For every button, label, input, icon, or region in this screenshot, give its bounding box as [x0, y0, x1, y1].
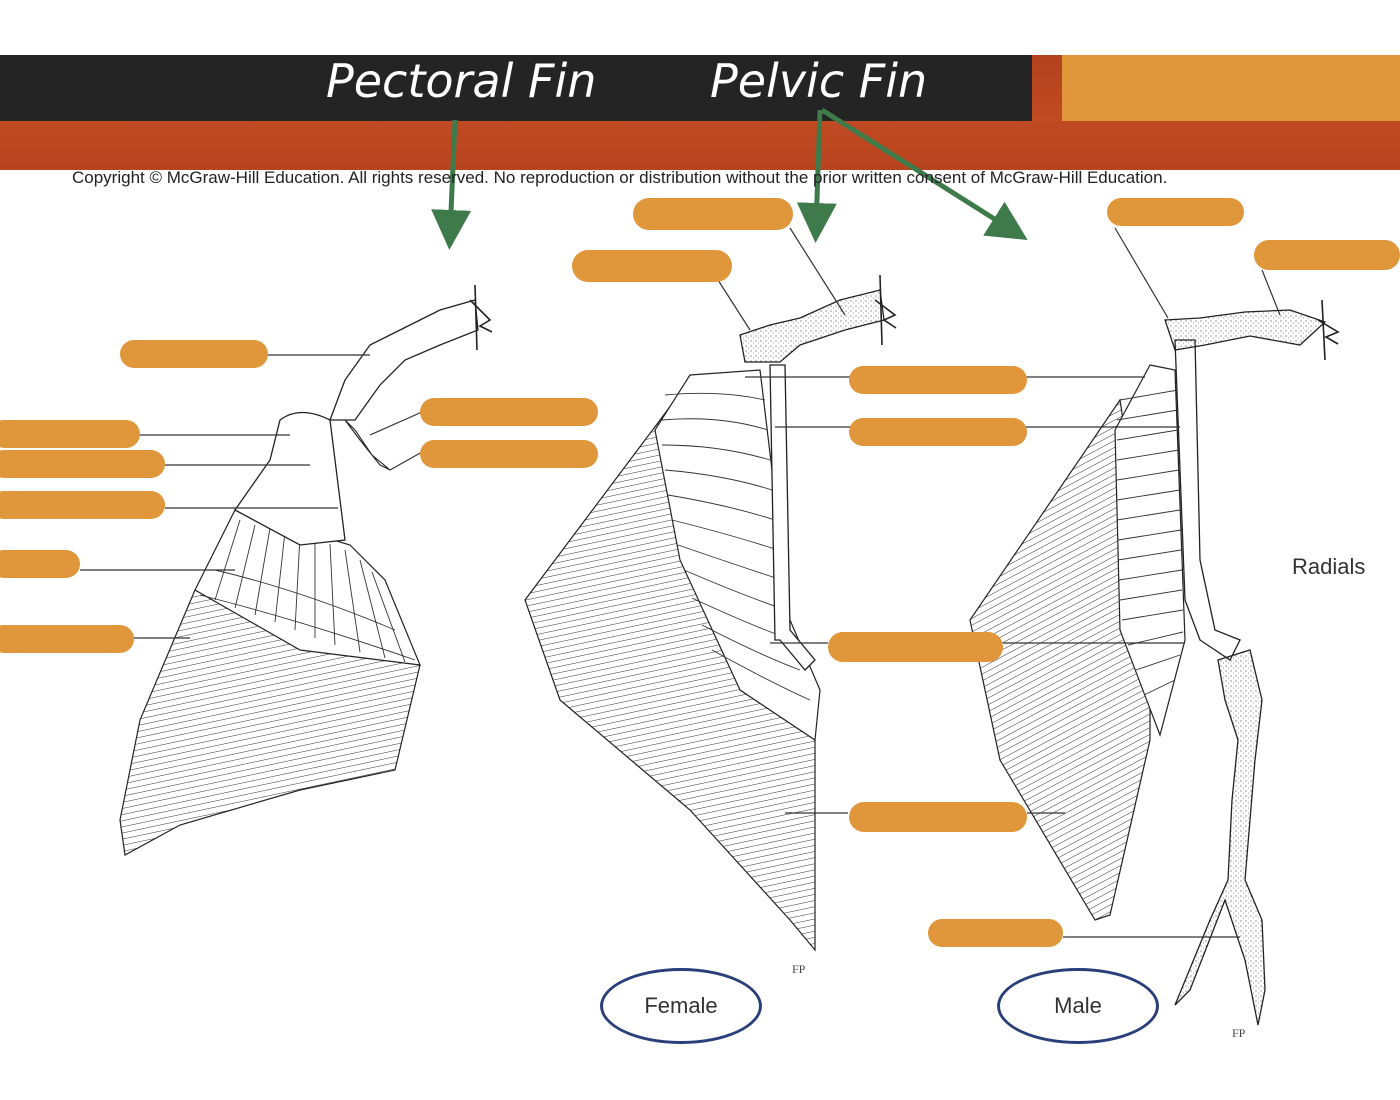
- radials-label: Radials: [1292, 554, 1366, 579]
- artist-mark-male: FP: [1232, 1026, 1246, 1040]
- blank-label-pectoral-1[interactable]: [120, 340, 268, 368]
- blank-label-female-2[interactable]: [572, 250, 732, 282]
- pelvic-fin-male-drawing: [969, 299, 1340, 1026]
- title-banner-accent: [1062, 55, 1400, 121]
- male-basipterygium: [1174, 339, 1241, 661]
- pointer-arrows: [431, 107, 1028, 250]
- blank-label-middle-4[interactable]: [849, 802, 1027, 832]
- blank-label-middle-2[interactable]: [849, 418, 1027, 446]
- pectoral-fin-title: Pectoral Fin: [326, 54, 597, 108]
- artist-mark-female: FP: [792, 962, 806, 976]
- title-banner-dark: [0, 55, 1032, 121]
- female-label: Female: [644, 993, 718, 1018]
- pelvic-fin-title: Pelvic Fin: [710, 54, 928, 108]
- pectoral-radials: [194, 509, 421, 666]
- blank-label-pectoral-6[interactable]: [0, 625, 134, 653]
- pelvic-fin-female-drawing: [524, 274, 897, 952]
- female-oval: Female: [600, 968, 762, 1044]
- blank-label-pectoral-8[interactable]: [420, 440, 598, 468]
- pelvic-male-arrow: [820, 107, 1028, 241]
- blank-label-middle-3[interactable]: [828, 632, 1003, 662]
- pelvic-female-arrow: [796, 109, 837, 243]
- blank-label-male-1[interactable]: [1107, 198, 1244, 226]
- blank-label-pectoral-3[interactable]: [0, 450, 165, 478]
- female-radials: [654, 369, 821, 742]
- male-clasper: [1174, 649, 1266, 1026]
- blank-label-male-3[interactable]: [928, 919, 1063, 947]
- blank-label-pectoral-4[interactable]: [0, 491, 165, 519]
- male-oval: Male: [997, 968, 1159, 1044]
- blank-label-middle-1[interactable]: [849, 366, 1027, 394]
- copyright-notice: Copyright © McGraw-Hill Education. All r…: [72, 168, 1168, 187]
- blank-label-pectoral-5[interactable]: [0, 550, 80, 578]
- blank-label-female-1[interactable]: [633, 198, 793, 230]
- pectoral-basals: [234, 411, 346, 546]
- pectoral-arrow: [431, 119, 472, 250]
- blank-label-male-2[interactable]: [1254, 240, 1400, 270]
- blank-label-pectoral-2[interactable]: [0, 420, 140, 448]
- female-basipterygium: [769, 364, 816, 671]
- pectoral-fin-drawing: [119, 284, 493, 856]
- blank-label-pectoral-7[interactable]: [420, 398, 598, 426]
- male-girdle: [1164, 309, 1327, 351]
- female-girdle: [739, 289, 885, 363]
- pectoral-ceratotrichia: [119, 589, 421, 856]
- male-label: Male: [1054, 993, 1102, 1018]
